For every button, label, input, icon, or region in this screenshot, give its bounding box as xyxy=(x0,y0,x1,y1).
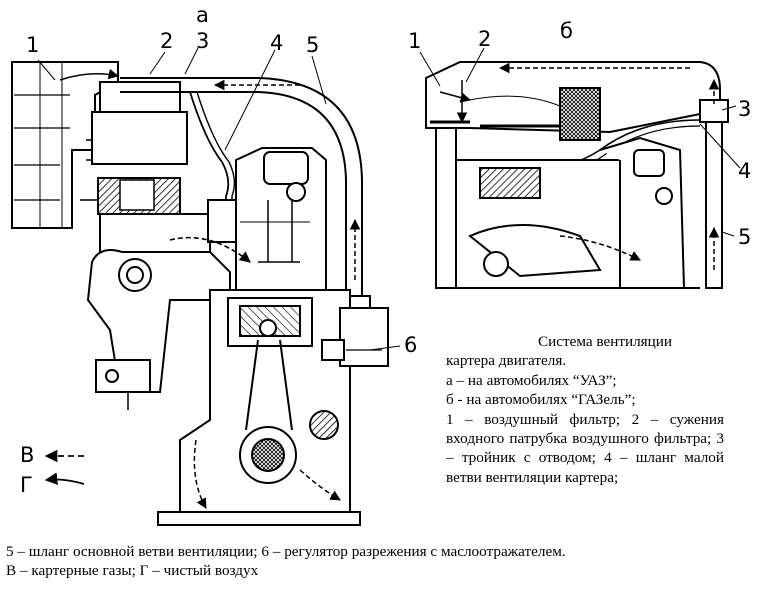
label-b-3: 3 xyxy=(738,97,751,121)
view-b-letter: б xyxy=(560,19,573,43)
vacuum-regulator-a xyxy=(321,307,389,367)
small-branch-hose-a xyxy=(189,91,230,210)
caption-title: Система вентиляции xyxy=(537,333,673,350)
caption-line-2: а – на автомобилях “УАЗ”; xyxy=(446,371,617,389)
caption-bottom-2: В – картерные газы; Г – чистый воздух xyxy=(6,562,259,580)
carburetor-a xyxy=(80,81,211,259)
view-a-uaz xyxy=(11,47,401,526)
engine-block-a xyxy=(157,289,361,526)
view-a-letter: а xyxy=(196,3,209,27)
flow-legend: В Г xyxy=(20,443,85,497)
label-b-5: 5 xyxy=(738,225,751,249)
view-b-gazel xyxy=(419,47,741,289)
label-a-1: 1 xyxy=(26,33,39,57)
caption-line-1: картера двигателя. xyxy=(446,352,567,370)
label-a-4: 4 xyxy=(270,31,283,55)
main-vent-hose-b xyxy=(699,78,729,289)
figure-caption-continued: 5 – шланг основной ветви вентиляции; 6 –… xyxy=(6,542,758,581)
label-b-1: 1 xyxy=(408,29,421,53)
caption-bottom-1: 5 – шланг основной ветви вентиляции; 6 –… xyxy=(6,543,566,560)
legend-letter-crankcase-gas: В xyxy=(20,443,34,467)
label-a-2: 2 xyxy=(160,29,173,53)
caption-line-3: б - на автомобилях “ГАЗель”; xyxy=(446,391,636,409)
label-a-5: 5 xyxy=(306,33,319,57)
figure-caption: Система вентиляции картера двигателя. а … xyxy=(446,332,724,487)
view-b-labels: б 1 2 3 4 5 xyxy=(408,19,751,249)
label-b-2: 2 xyxy=(478,27,491,51)
intake-manifold-a xyxy=(86,249,231,410)
legend-letter-clean-air: Г xyxy=(20,473,33,497)
label-b-4: 4 xyxy=(738,159,751,183)
view-a-labels: а 1 2 3 4 5 6 xyxy=(26,3,417,357)
air-filter-b xyxy=(425,61,721,141)
caption-line-4: 1 – воздушный фильтр; 2 – сужения входно… xyxy=(446,410,724,486)
label-a-6: 6 xyxy=(404,333,417,357)
engine-b xyxy=(435,127,700,289)
label-a-3: 3 xyxy=(196,29,209,53)
solid-arrow-icon xyxy=(44,472,85,486)
